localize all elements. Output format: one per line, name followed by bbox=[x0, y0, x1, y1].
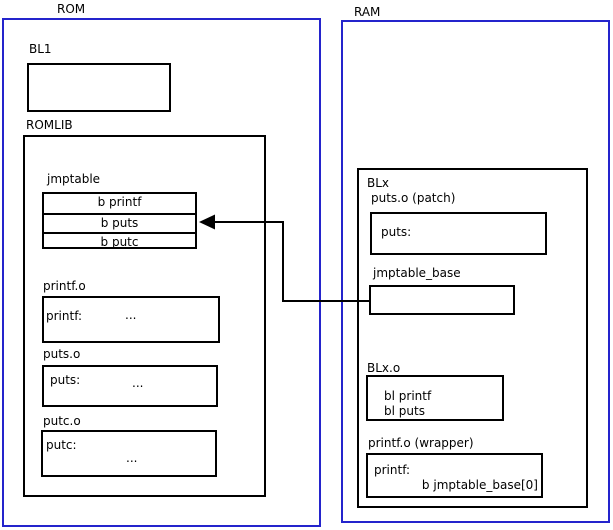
printf-body-dots: ... bbox=[125, 308, 137, 322]
puts-patch-box: puts: bbox=[370, 212, 547, 255]
jmptable-row-puts: b puts bbox=[44, 213, 195, 232]
printf-symbol: printf: bbox=[46, 309, 83, 323]
rom-title: ROM bbox=[57, 2, 86, 16]
romlib-box bbox=[23, 135, 266, 497]
blx-o-label: BLx.o bbox=[367, 361, 401, 375]
jmptable-row-putc: b putc bbox=[44, 232, 195, 251]
blx-o-box: bl printf bl puts bbox=[366, 375, 504, 421]
putc-symbol: putc: bbox=[46, 438, 77, 452]
printf-wrapper-label: printf.o (wrapper) bbox=[368, 436, 474, 450]
puts-symbol: puts: bbox=[50, 373, 81, 387]
putc-body-dots: ... bbox=[126, 451, 138, 465]
puts-body-dots: ... bbox=[132, 376, 144, 390]
puts-o-label: puts.o bbox=[43, 347, 81, 361]
blx-label: BLx bbox=[367, 176, 390, 190]
jmptable-base-label: jmptable_base bbox=[373, 266, 461, 280]
blx-box bbox=[357, 168, 588, 508]
printf-o-box: printf: ... bbox=[42, 296, 220, 343]
ram-title: RAM bbox=[354, 5, 381, 19]
printf-o-label: printf.o bbox=[43, 279, 86, 293]
puts-o-box: puts: ... bbox=[42, 365, 218, 407]
printf-wrapper-body: b jmptable_base[0] bbox=[421, 478, 538, 492]
bl1-box bbox=[27, 63, 171, 112]
jmptable-base-box bbox=[369, 285, 515, 315]
romlib-label: ROMLIB bbox=[26, 118, 73, 132]
blx-o-line-1: bl printf bbox=[384, 389, 432, 403]
puts-patch-symbol: puts: bbox=[381, 225, 412, 239]
jmptable-row-printf: b printf bbox=[97, 195, 142, 209]
putc-o-box: putc: ... bbox=[41, 430, 217, 477]
putc-o-label: putc.o bbox=[43, 414, 81, 428]
jmptable-table: b printf b puts b putc bbox=[42, 192, 197, 249]
blx-o-line-2: bl puts bbox=[384, 404, 425, 418]
bl1-label: BL1 bbox=[29, 42, 52, 56]
jmptable-label: jmptable bbox=[47, 172, 101, 186]
puts-patch-label: puts.o (patch) bbox=[371, 191, 456, 205]
printf-wrapper-box: printf: b jmptable_base[0] bbox=[366, 453, 543, 498]
printf-wrapper-symbol: printf: bbox=[374, 463, 411, 477]
